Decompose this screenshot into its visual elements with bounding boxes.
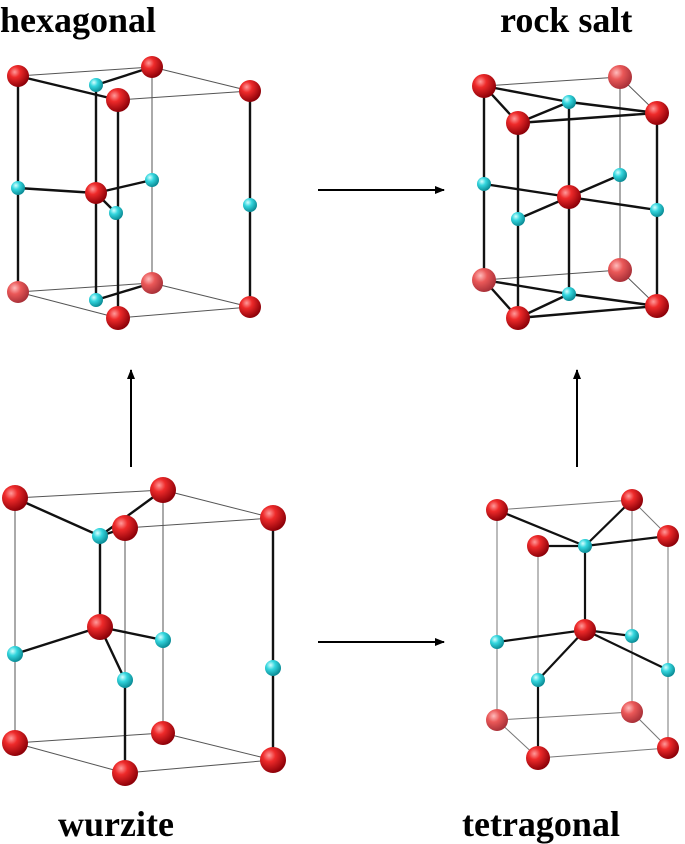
atom-cation	[243, 198, 257, 212]
atom-cation	[562, 95, 576, 109]
atom-anion	[260, 505, 286, 531]
atom-cation	[109, 206, 123, 220]
atom-cation	[145, 173, 159, 187]
atom-anion	[657, 737, 679, 759]
atom-cation	[625, 629, 639, 643]
atom-cation	[490, 635, 504, 649]
atom-anion	[621, 701, 643, 723]
atom-cation	[477, 177, 491, 191]
hexagonal-atoms	[7, 56, 261, 330]
rock-salt-structure	[472, 65, 669, 330]
tetragonal-atoms	[486, 489, 679, 770]
hexagonal-cell-edges	[17, 66, 251, 319]
atom-cation	[613, 168, 627, 182]
atom-anion	[112, 760, 138, 786]
atom-anion	[645, 101, 669, 125]
atom-cation	[562, 287, 576, 301]
atom-anion	[608, 258, 632, 282]
atom-anion	[150, 477, 176, 503]
rock-salt-atoms	[472, 65, 669, 330]
label-rock-salt: rock salt	[500, 0, 633, 40]
atom-anion	[260, 747, 286, 773]
label-wurzite: wurzite	[58, 804, 174, 844]
atom-anion	[645, 294, 669, 318]
atom-anion	[557, 185, 581, 209]
label-tetragonal: tetragonal	[462, 804, 620, 844]
atom-cation	[92, 528, 108, 544]
atom-anion	[239, 296, 261, 318]
atom-anion	[486, 499, 508, 521]
atom-cation	[511, 212, 525, 226]
label-hexagonal: hexagonal	[0, 0, 157, 40]
atom-cation	[89, 78, 103, 92]
atom-anion	[106, 88, 130, 112]
atom-cation	[265, 660, 281, 676]
atom-cation	[7, 646, 23, 662]
atom-anion	[621, 489, 643, 511]
atom-cation	[89, 293, 103, 307]
atom-anion	[106, 306, 130, 330]
atom-cation	[155, 632, 171, 648]
atom-anion	[657, 525, 679, 547]
atom-anion	[506, 111, 530, 135]
atom-anion	[527, 535, 549, 557]
hexagonal-bonds	[16, 65, 252, 320]
atom-anion	[574, 619, 596, 641]
transition-arrows	[127, 186, 581, 646]
atom-anion	[506, 306, 530, 330]
tetragonal-bonds	[495, 498, 670, 760]
atom-anion	[112, 515, 138, 541]
atom-anion	[239, 80, 261, 102]
atom-anion	[2, 730, 28, 756]
atom-anion	[526, 746, 550, 770]
atom-cation	[650, 203, 664, 217]
wurzite-bonds	[13, 488, 275, 775]
atom-anion	[7, 65, 29, 87]
atom-cation	[578, 539, 592, 553]
atom-anion	[141, 272, 163, 294]
atom-anion	[2, 485, 28, 511]
atom-anion	[85, 182, 107, 204]
atom-cation	[11, 181, 25, 195]
atom-anion	[141, 56, 163, 78]
atom-anion	[608, 65, 632, 89]
atom-anion	[151, 721, 175, 745]
wurzite-structure	[2, 477, 286, 786]
atom-anion	[7, 281, 29, 303]
wurzite-cell-edges	[14, 489, 274, 774]
atom-cation	[661, 663, 675, 677]
wurzite-atoms	[2, 477, 286, 786]
atom-cation	[531, 673, 545, 687]
atom-cation	[117, 672, 133, 688]
tetragonal-structure	[486, 489, 679, 770]
hexagonal-structure	[7, 56, 261, 330]
atom-anion	[486, 709, 508, 731]
atom-anion	[87, 614, 113, 640]
atom-anion	[472, 268, 496, 292]
atom-anion	[472, 74, 496, 98]
